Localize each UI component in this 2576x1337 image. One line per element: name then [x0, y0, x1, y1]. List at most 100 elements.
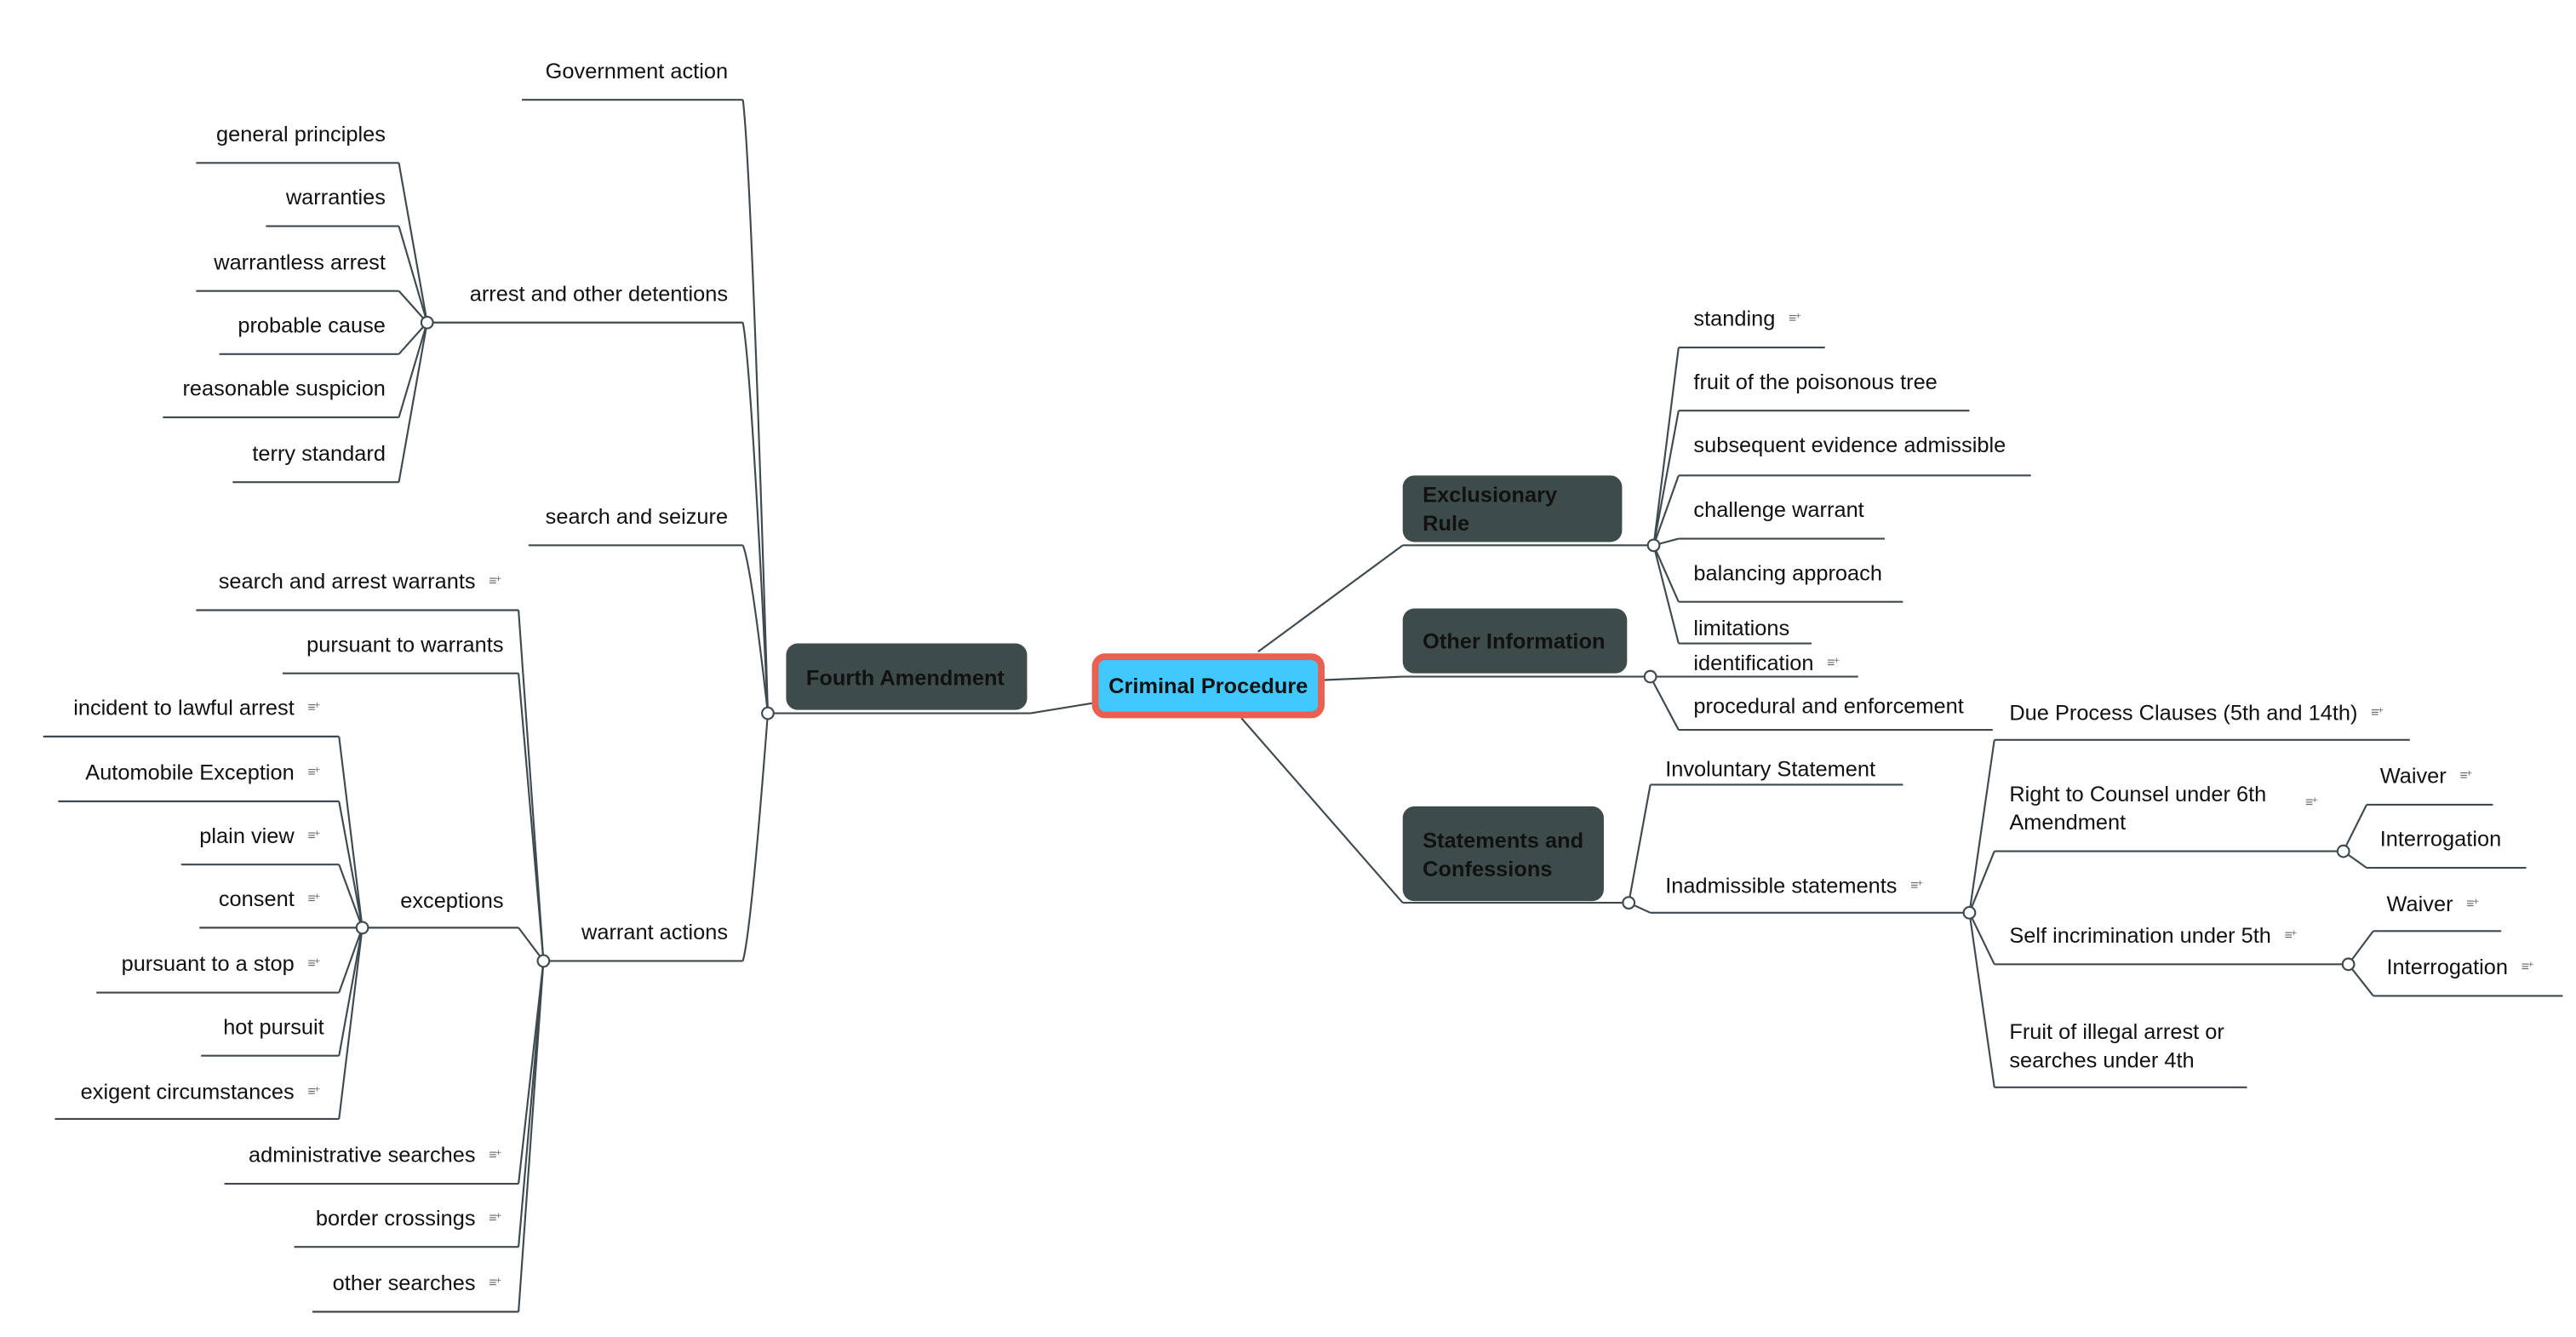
- label: standing: [1693, 306, 1776, 331]
- topic-procedural-enforcement[interactable]: procedural and enforcement: [1693, 691, 1963, 720]
- label: terry standard: [252, 440, 386, 466]
- topic-si-waiver[interactable]: Waiver ≡⁺: [2386, 889, 2480, 917]
- topic-fruit-poisonous-tree[interactable]: fruit of the poisonous tree: [1693, 367, 1937, 395]
- label: search and seizure: [545, 503, 729, 529]
- label: fruit of the poisonous tree: [1693, 369, 1938, 394]
- label: Right to Counsel under 6th Amendment: [2009, 781, 2267, 835]
- note-icon[interactable]: ≡⁺: [307, 699, 320, 715]
- note-icon[interactable]: ≡⁺: [489, 573, 501, 589]
- topic-warranties[interactable]: warranties: [286, 183, 386, 211]
- fourth-edges: [426, 99, 770, 962]
- label: other searches: [332, 1270, 476, 1295]
- topic-si-interrogation[interactable]: Interrogation ≡⁺: [2386, 953, 2535, 981]
- topic-warrantless-arrest[interactable]: warrantless arrest: [214, 248, 386, 276]
- topic-consent[interactable]: consent ≡⁺: [218, 885, 321, 913]
- label: exigent circumstances: [80, 1079, 295, 1105]
- topic-self-incrimination[interactable]: Self incrimination under 5th ≡⁺: [2009, 921, 2298, 950]
- topic-balancing-approach[interactable]: balancing approach: [1693, 559, 1882, 587]
- label: probable cause: [238, 313, 386, 338]
- topic-rtc-interrogation[interactable]: Interrogation: [2380, 824, 2502, 852]
- note-icon[interactable]: ≡⁺: [489, 1275, 501, 1290]
- label: Self incrimination under 5th: [2009, 922, 2271, 948]
- topic-pursuant-to-warrants[interactable]: pursuant to warrants: [306, 630, 503, 658]
- label: Government action: [545, 58, 729, 83]
- topic-other-searches[interactable]: other searches ≡⁺: [332, 1269, 502, 1297]
- note-icon[interactable]: ≡⁺: [2466, 896, 2479, 911]
- label: Involuntary Statement: [1665, 756, 1876, 782]
- topic-exigent-circumstances[interactable]: exigent circumstances ≡⁺: [80, 1077, 321, 1105]
- topic-right-to-counsel[interactable]: Right to Counsel under 6th Amendment ≡⁺: [2009, 780, 2318, 836]
- label: procedural and enforcement: [1693, 693, 1964, 719]
- node-fourth-amendment[interactable]: Fourth Amendment: [786, 643, 1028, 710]
- label: border crossings: [315, 1205, 476, 1231]
- note-icon[interactable]: ≡⁺: [2459, 767, 2472, 783]
- topic-search-arrest-warrants[interactable]: search and arrest warrants ≡⁺: [218, 567, 502, 595]
- note-icon[interactable]: ≡⁺: [2521, 959, 2534, 975]
- note-icon[interactable]: ≡⁺: [2304, 795, 2318, 810]
- topic-reasonable-suspicion[interactable]: reasonable suspicion: [182, 374, 385, 402]
- note-icon[interactable]: ≡⁺: [2284, 927, 2297, 943]
- topic-automobile-exception[interactable]: Automobile Exception≡⁺: [85, 758, 320, 786]
- label: warranties: [285, 184, 386, 209]
- topic-rtc-waiver[interactable]: Waiver≡⁺: [2380, 761, 2473, 789]
- warrant-edges: [196, 609, 545, 1313]
- note-icon[interactable]: ≡⁺: [489, 1210, 501, 1225]
- note-icon[interactable]: ≡⁺: [307, 891, 320, 907]
- label: search and arrest warrants: [218, 568, 476, 594]
- topic-warrant-actions[interactable]: warrant actions: [581, 918, 728, 946]
- label: balancing approach: [1693, 559, 1882, 586]
- topic-inadmissible-statements[interactable]: Inadmissible statements ≡⁺: [1665, 871, 1923, 899]
- topic-search-seizure[interactable]: search and seizure: [546, 502, 728, 531]
- note-icon[interactable]: ≡⁺: [307, 1083, 320, 1099]
- label: hot pursuit: [223, 1013, 324, 1040]
- topic-incident-lawful-arrest[interactable]: incident to lawful arrest≡⁺: [73, 693, 321, 721]
- topic-due-process[interactable]: Due Process Clauses (5th and 14th) ≡⁺: [2009, 698, 2384, 726]
- topic-administrative-searches[interactable]: administrative searches≡⁺: [249, 1140, 502, 1168]
- topic-plain-view[interactable]: plain view≡⁺: [199, 821, 320, 849]
- label: consent: [218, 886, 295, 911]
- note-icon[interactable]: ≡⁺: [489, 1147, 501, 1162]
- node-statements-confessions[interactable]: Statements and Confessions: [1402, 806, 1604, 902]
- label: warrant actions: [581, 919, 729, 944]
- collapse-toggles: [355, 315, 2356, 972]
- topic-involuntary-statement[interactable]: Involuntary Statement: [1665, 755, 1875, 783]
- topic-fruit-illegal-arrest[interactable]: Fruit of illegal arrest or searches unde…: [2009, 1018, 2250, 1074]
- topic-exceptions[interactable]: exceptions: [400, 887, 503, 915]
- topic-general-principles[interactable]: general principles: [216, 120, 386, 148]
- topic-limitations[interactable]: limitations: [1693, 613, 1789, 641]
- note-icon[interactable]: ≡⁺: [307, 765, 320, 780]
- root-node[interactable]: Criminal Procedure: [1091, 653, 1325, 719]
- topic-border-crossings[interactable]: border crossings ≡⁺: [315, 1203, 502, 1231]
- topic-arrest-detentions[interactable]: arrest and other detentions: [470, 279, 728, 307]
- topic-challenge-warrant[interactable]: challenge warrant: [1693, 496, 1863, 524]
- node-exclusionary-rule[interactable]: Exclusionary Rule: [1402, 475, 1623, 542]
- note-icon[interactable]: ≡⁺: [2371, 704, 2384, 720]
- label: arrest and other detentions: [469, 280, 729, 307]
- label: reasonable suspicion: [182, 376, 386, 401]
- note-icon[interactable]: ≡⁺: [1788, 311, 1801, 326]
- topic-terry-standard[interactable]: terry standard: [252, 439, 386, 467]
- label: Inadmissible statements: [1665, 872, 1898, 898]
- topic-hot-pursuit[interactable]: hot pursuit: [223, 1013, 324, 1041]
- topic-government-action[interactable]: Government action: [546, 56, 728, 84]
- topic-standing[interactable]: standing ≡⁺: [1693, 304, 1801, 332]
- note-icon[interactable]: ≡⁺: [307, 955, 320, 972]
- note-icon[interactable]: ≡⁺: [1827, 655, 1840, 670]
- label: challenge warrant: [1693, 496, 1864, 523]
- label: Waiver: [2386, 891, 2453, 916]
- label: Due Process Clauses (5th and 14th): [2009, 699, 2358, 726]
- arrest-edges: [163, 162, 428, 484]
- topic-subsequent-evidence[interactable]: subsequent evidence admissible: [1693, 431, 2006, 459]
- label: Interrogation: [2386, 954, 2509, 979]
- topic-pursuant-to-stop[interactable]: pursuant to a stop ≡⁺: [121, 950, 321, 978]
- note-icon[interactable]: ≡⁺: [1910, 877, 1923, 893]
- label: pursuant to a stop: [121, 950, 295, 977]
- topic-identification[interactable]: identification≡⁺: [1693, 648, 1840, 676]
- label: subsequent evidence admissible: [1693, 432, 2006, 457]
- node-other-information[interactable]: Other Information: [1402, 608, 1628, 674]
- note-icon[interactable]: ≡⁺: [307, 828, 320, 843]
- label: general principles: [215, 121, 386, 146]
- topic-probable-cause[interactable]: probable cause: [238, 311, 386, 339]
